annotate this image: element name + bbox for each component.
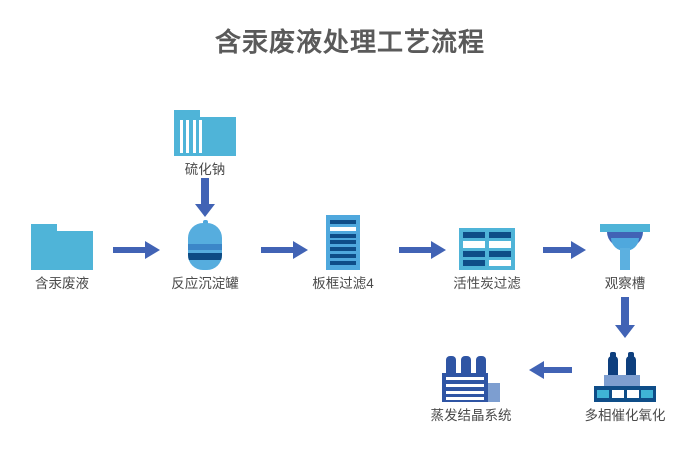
arrow-oxidation-to-evaporation — [528, 358, 572, 387]
node-mercury-waste-liquid[interactable]: 含汞废液 — [2, 208, 122, 292]
node-label: 板框过滤4 — [312, 276, 374, 291]
node-label: 反应沉淀罐 — [171, 276, 239, 291]
node-label: 硫化钠 — [184, 162, 226, 177]
arrow-plate-filter-to-carbon — [399, 238, 447, 267]
tank-icon — [2, 208, 122, 270]
node-evaporation-crystallization-system[interactable]: 蒸发结晶系统 — [411, 340, 531, 424]
arrow-reaction-to-plate-filter — [261, 238, 309, 267]
node-plate-frame-filter[interactable]: 板框过滤4 — [283, 208, 403, 292]
arrow-sodium-sulfide-to-reaction — [193, 178, 217, 223]
plant-icon — [565, 340, 685, 402]
striped-tank-icon — [145, 94, 265, 156]
node-label: 蒸发结晶系统 — [430, 408, 512, 423]
node-sodium-sulfide[interactable]: 硫化钠 — [145, 94, 265, 178]
page-title: 含汞废液处理工艺流程 — [214, 27, 485, 57]
carbon-filter-icon — [427, 208, 547, 270]
node-label: 多相催化氧化 — [584, 408, 666, 423]
plate-filter-icon — [283, 208, 403, 270]
node-label: 含汞废液 — [35, 276, 89, 291]
arrow-waste-to-reaction — [113, 238, 161, 267]
node-label: 活性炭过滤 — [453, 276, 521, 291]
node-label: 观察槽 — [604, 276, 646, 291]
node-observation-tank[interactable]: 观察槽 — [565, 208, 685, 292]
evaporator-icon — [411, 340, 531, 402]
node-heterogeneous-catalytic-oxidation[interactable]: 多相催化氧化 — [565, 340, 685, 424]
capsule-tank-icon — [145, 208, 265, 270]
node-reaction-settling-tank[interactable]: 反应沉淀罐 — [145, 208, 265, 292]
arrow-observation-to-oxidation — [613, 297, 637, 344]
arrow-carbon-to-observation — [543, 238, 587, 267]
funnel-icon — [565, 208, 685, 270]
node-activated-carbon-filter[interactable]: 活性炭过滤 — [427, 208, 547, 292]
